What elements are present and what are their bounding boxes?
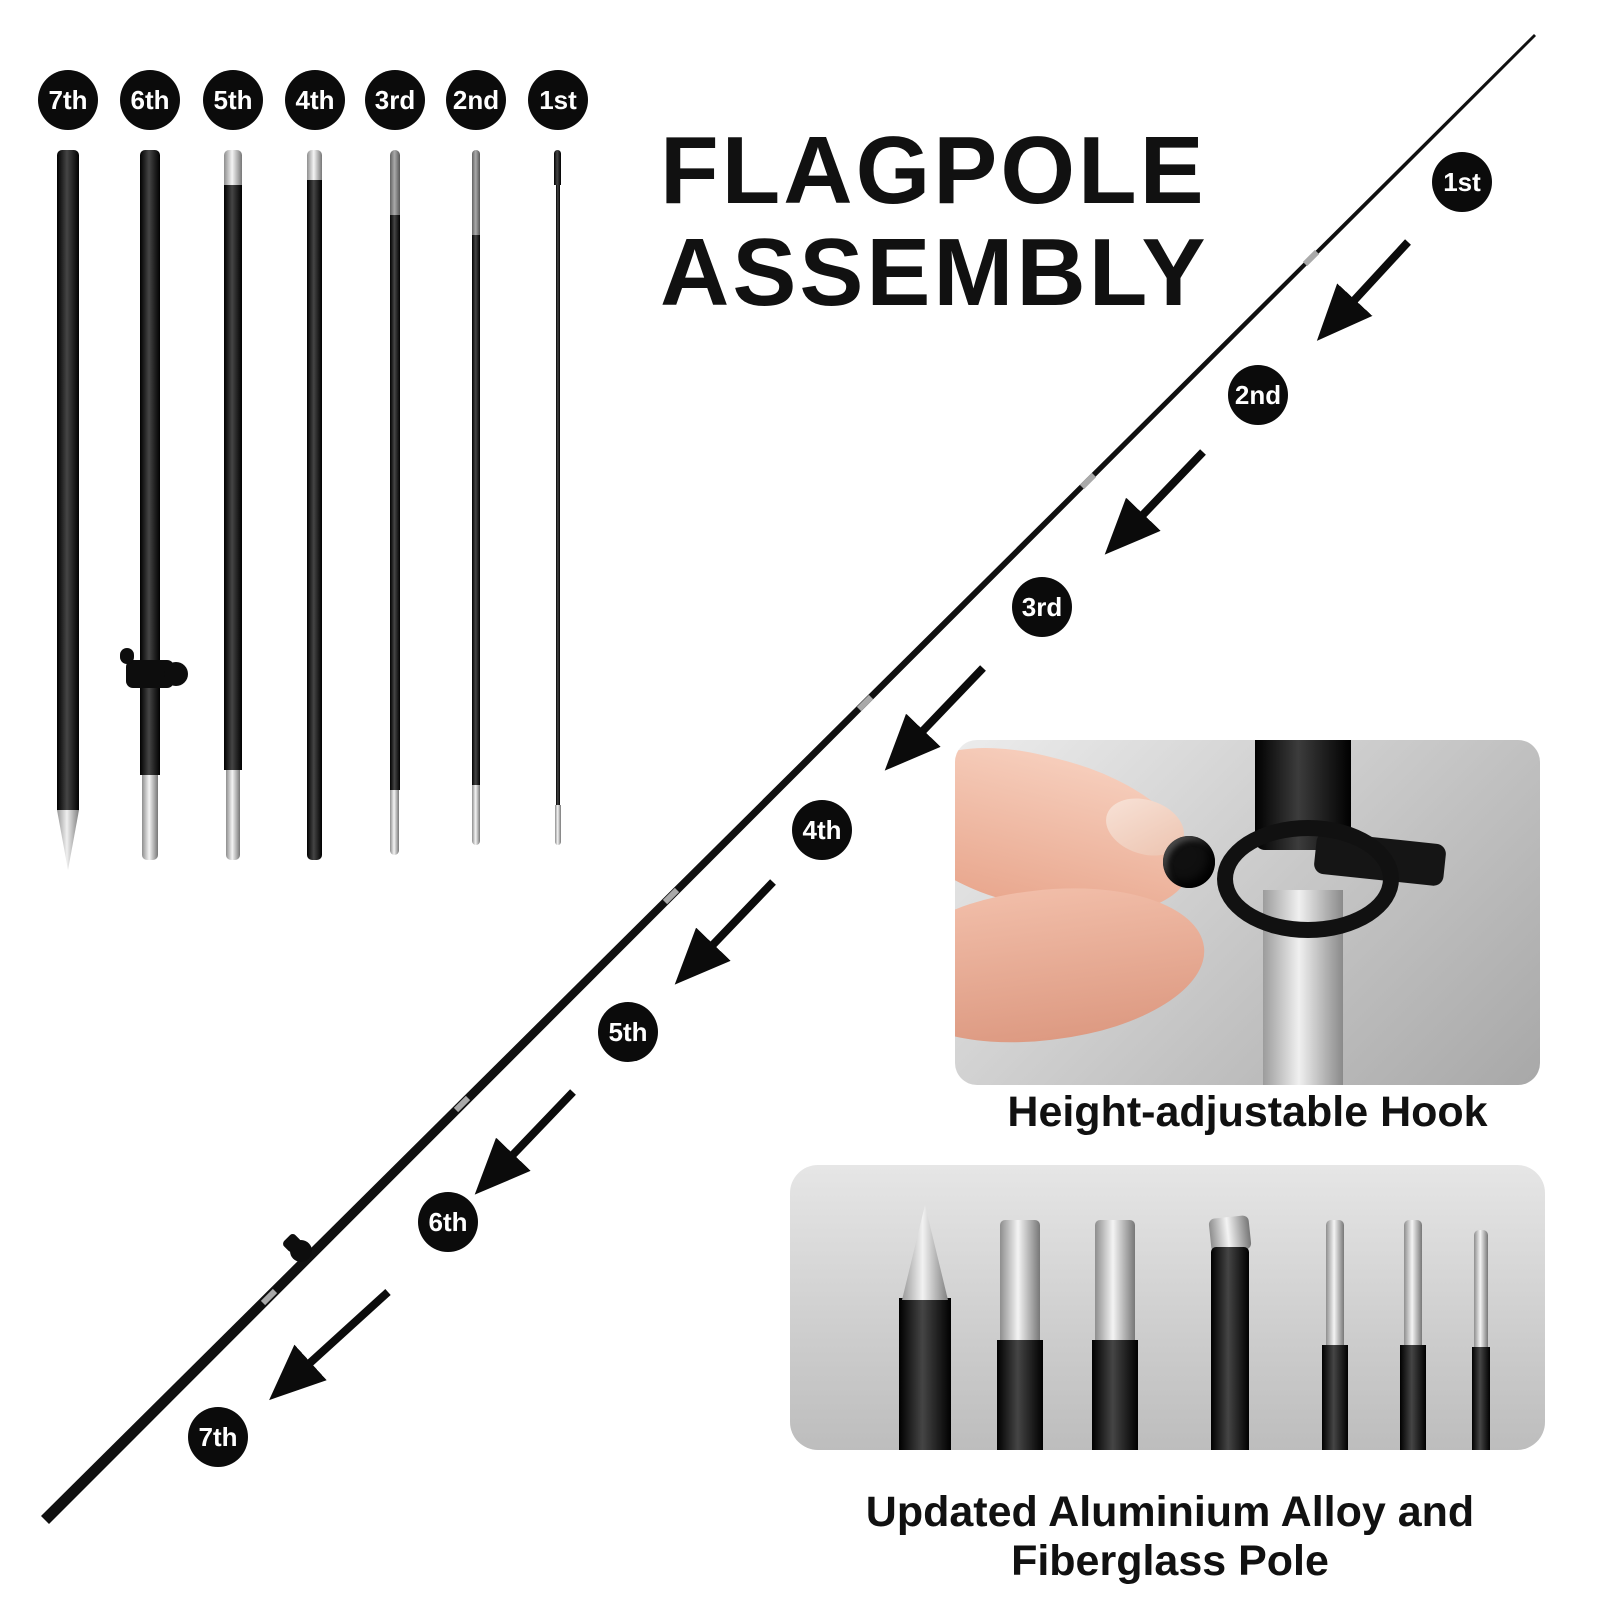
assembly-badge-1st: 1st xyxy=(1432,152,1492,212)
pole-4th-cap xyxy=(307,150,322,180)
pole-5th-ferrule xyxy=(226,770,240,860)
arrow-icon-6 xyxy=(269,1289,391,1401)
hook-caption: Height-adjustable Hook xyxy=(1007,1088,1488,1136)
pole-section-2nd xyxy=(472,235,480,785)
arrow-icon-4 xyxy=(674,879,776,985)
pole-6th-ferrule xyxy=(142,775,158,860)
inset-rod-c xyxy=(1326,1220,1344,1348)
pole-3rd-tip xyxy=(390,150,400,215)
assembly-badge-3rd: 3rd xyxy=(1012,577,1072,637)
inset-rod-d-shaft xyxy=(1400,1345,1426,1450)
pole-1st-tip xyxy=(554,150,561,185)
inset-shaft-a xyxy=(997,1340,1043,1450)
pole-section-4th xyxy=(307,180,322,860)
part-badge-2nd: 2nd xyxy=(446,70,506,130)
inset-ferrule-b xyxy=(1095,1220,1135,1342)
assembly-badge-4th: 4th xyxy=(792,800,852,860)
title-line-2: ASSEMBLY xyxy=(660,218,1209,326)
inset-ferrule-a xyxy=(1000,1220,1040,1342)
pole-material-photo xyxy=(790,1165,1545,1450)
pole-6th-clamp-knob xyxy=(164,662,188,686)
inset-rod-d xyxy=(1404,1220,1422,1348)
inset-rod-e xyxy=(1474,1230,1488,1350)
pole-section-6th xyxy=(140,150,160,775)
assembly-badge-2nd: 2nd xyxy=(1228,365,1288,425)
hook-knob xyxy=(1163,836,1215,888)
inset-spike-shaft xyxy=(899,1298,951,1450)
assembly-badge-6th: 6th xyxy=(418,1192,478,1252)
assembled-pole xyxy=(41,34,1536,1524)
assembly-arrows xyxy=(269,239,1411,1401)
arrow-icon-3 xyxy=(884,665,986,771)
pole-2nd-ferrule xyxy=(472,785,480,845)
pole-2nd-tip xyxy=(472,150,480,235)
pole-section-7th xyxy=(57,150,79,810)
hand-thumb xyxy=(955,871,1213,1059)
inset-rod-e-shaft xyxy=(1472,1347,1490,1450)
assembly-badge-5th: 5th xyxy=(598,1002,658,1062)
part-badge-1st: 1st xyxy=(528,70,588,130)
inset-rod-c-shaft xyxy=(1322,1345,1348,1450)
assembled-pole-clamp xyxy=(283,1234,312,1262)
hook-detail-photo xyxy=(955,740,1540,1085)
assembly-badge-7th: 7th xyxy=(188,1407,248,1467)
arrow-icon-2 xyxy=(1104,449,1206,555)
inset-shaft-b xyxy=(1092,1340,1138,1450)
part-badge-6th: 6th xyxy=(120,70,180,130)
pole-1st-ferrule xyxy=(555,805,561,845)
pole-section-3rd xyxy=(390,215,400,790)
inset-spike-tip xyxy=(902,1205,948,1300)
part-badge-4th: 4th xyxy=(285,70,345,130)
title-line-1: FLAGPOLE xyxy=(660,117,1207,224)
inset-black-pole xyxy=(1211,1247,1249,1450)
pole-5th-cap xyxy=(224,150,242,185)
pole-section-1st xyxy=(556,185,560,805)
part-badge-7th: 7th xyxy=(38,70,98,130)
pole-3rd-ferrule xyxy=(390,790,399,855)
pole-6th-hook-tab xyxy=(120,648,134,664)
pole-section-5th xyxy=(224,185,242,770)
pole-joints xyxy=(260,249,1320,1306)
arrow-icon-1 xyxy=(1316,239,1411,341)
arrow-icon-5 xyxy=(474,1089,576,1195)
part-badge-3rd: 3rd xyxy=(365,70,425,130)
part-badge-5th: 5th xyxy=(203,70,263,130)
pole-material-caption: Updated Aluminium Alloy and Fiberglass P… xyxy=(865,1488,1475,1585)
page-title: FLAGPOLE ASSEMBLY xyxy=(660,120,1209,324)
hook-ring xyxy=(1217,820,1399,938)
